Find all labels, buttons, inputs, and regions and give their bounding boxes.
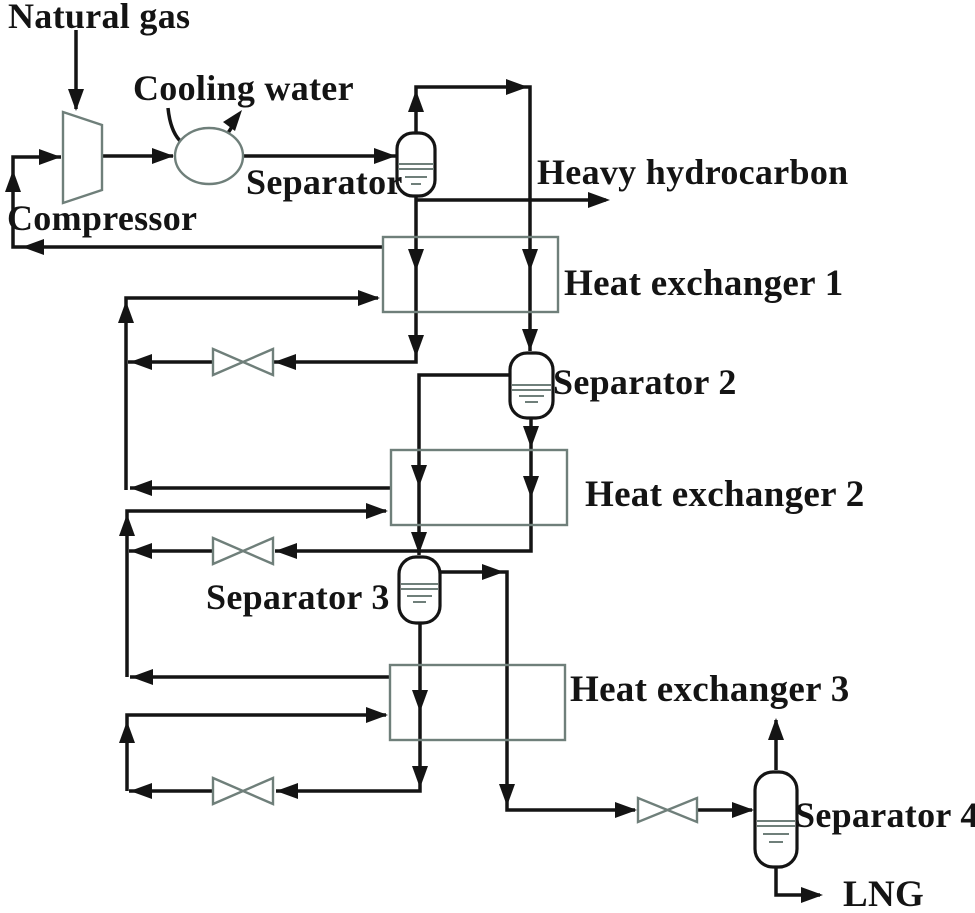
valve-1-symbol xyxy=(211,347,275,377)
label-separator-2: Separator 2 xyxy=(553,362,737,402)
label-heat-exchanger-2: Heat exchanger 2 xyxy=(585,474,865,515)
arrow-hx3-pass-down xyxy=(412,690,428,712)
arrow-lng-out xyxy=(801,887,823,903)
arrow-above-hx2-down xyxy=(523,426,539,448)
valve-3-symbol xyxy=(211,776,275,806)
equipment xyxy=(61,110,799,869)
arrow-hx2-pass2-down xyxy=(523,476,539,498)
stream-lng-product xyxy=(774,868,820,897)
arrow-into-separator1 xyxy=(374,148,396,164)
arrow-into-hx1-left xyxy=(358,290,380,306)
arrow-separator4-vapor-up xyxy=(768,718,784,740)
arrow-into-valve1 xyxy=(274,354,296,370)
arrow-heavy-hydrocarbon xyxy=(588,192,610,208)
label-lng: LNG xyxy=(843,874,924,913)
separator-3-liquid-marks xyxy=(401,583,438,603)
text-labels: Natural gas Cooling water Compressor Sep… xyxy=(7,0,975,913)
stream-lines xyxy=(11,30,820,897)
stream-separator2-liquid xyxy=(275,418,533,553)
arrow-natural-gas-down xyxy=(68,89,84,111)
heat-exchanger-3-box xyxy=(388,663,567,742)
arrow-hx2-return-left xyxy=(130,480,152,496)
arrow-hx1-pass2-down xyxy=(522,249,538,271)
arrow-collector-a-up xyxy=(118,301,134,323)
stream-separator1-liquid xyxy=(274,196,418,364)
arrow-valve2-out-left xyxy=(130,543,152,559)
arrow-into-separator4 xyxy=(732,802,754,818)
arrow-into-valve4 xyxy=(615,802,637,818)
stream-separator3-gas xyxy=(441,570,635,812)
stream-separator2-gas xyxy=(417,373,511,555)
arrow-recycle-up xyxy=(5,170,21,192)
stream-collector-b xyxy=(125,509,386,677)
label-separator-4: Separator 4 xyxy=(795,795,975,835)
valve-4-symbol xyxy=(636,796,699,824)
valve-2-symbol xyxy=(211,536,275,566)
stream-collector-a xyxy=(124,296,378,490)
arrow-into-separator2 xyxy=(522,329,538,351)
heat-exchanger-1-box xyxy=(381,235,560,314)
separator-2-liquid-marks xyxy=(512,384,551,403)
arrow-into-separator3 xyxy=(411,532,427,554)
arrow-into-valve2 xyxy=(275,543,297,559)
arrow-into-hx2-left xyxy=(366,503,388,519)
label-heavy-hydrocarbon: Heavy hydrocarbon xyxy=(537,152,848,192)
arrow-into-compressor xyxy=(39,149,61,165)
compressor-symbol xyxy=(61,110,104,205)
cooling-water-curve-arrow xyxy=(223,110,242,131)
arrow-into-valve3 xyxy=(276,783,298,799)
arrow-top-right xyxy=(506,79,528,95)
arrow-collector-b-up xyxy=(119,514,135,536)
label-cooling-water: Cooling water xyxy=(133,68,354,108)
arrow-hx2-pass1-down xyxy=(411,465,427,487)
label-natural-gas: Natural gas xyxy=(8,0,190,36)
arrow-below-hx1-down xyxy=(408,335,424,357)
arrow-return-to-compressor xyxy=(22,239,44,255)
label-heat-exchanger-3: Heat exchanger 3 xyxy=(570,669,850,710)
arrow-hx3-return-left xyxy=(131,669,153,685)
arrow-below-hx3-down xyxy=(412,766,428,788)
cooler-symbol xyxy=(173,126,245,186)
arrow-hx1-pass1-down xyxy=(408,249,424,271)
arrow-separator1-gas-up xyxy=(408,90,424,112)
arrow-into-cooler xyxy=(152,148,174,164)
arrow-collector-c-up xyxy=(119,721,135,743)
separator-1-liquid-marks xyxy=(398,163,434,185)
separator-4-vessel xyxy=(753,770,799,869)
arrow-separator3-gas-right xyxy=(482,564,504,580)
label-compressor: Compressor xyxy=(7,198,197,238)
stream-collector-c xyxy=(125,713,386,791)
separator-4-liquid-marks xyxy=(757,820,795,843)
label-separator-1: Separator xyxy=(246,162,403,202)
arrow-valve1-out-left xyxy=(130,354,152,370)
arrow-into-hx3-left xyxy=(366,707,388,723)
heat-exchanger-2-box xyxy=(389,448,569,527)
stream-recycle-return xyxy=(11,155,383,249)
label-heat-exchanger-1: Heat exchanger 1 xyxy=(564,263,844,304)
arrow-before-valve4-down xyxy=(499,784,515,806)
flow-arrowheads xyxy=(5,79,823,903)
label-separator-3: Separator 3 xyxy=(206,577,390,617)
stream-separator3-liquid xyxy=(276,623,422,793)
arrow-valve3-out-left xyxy=(130,783,152,799)
